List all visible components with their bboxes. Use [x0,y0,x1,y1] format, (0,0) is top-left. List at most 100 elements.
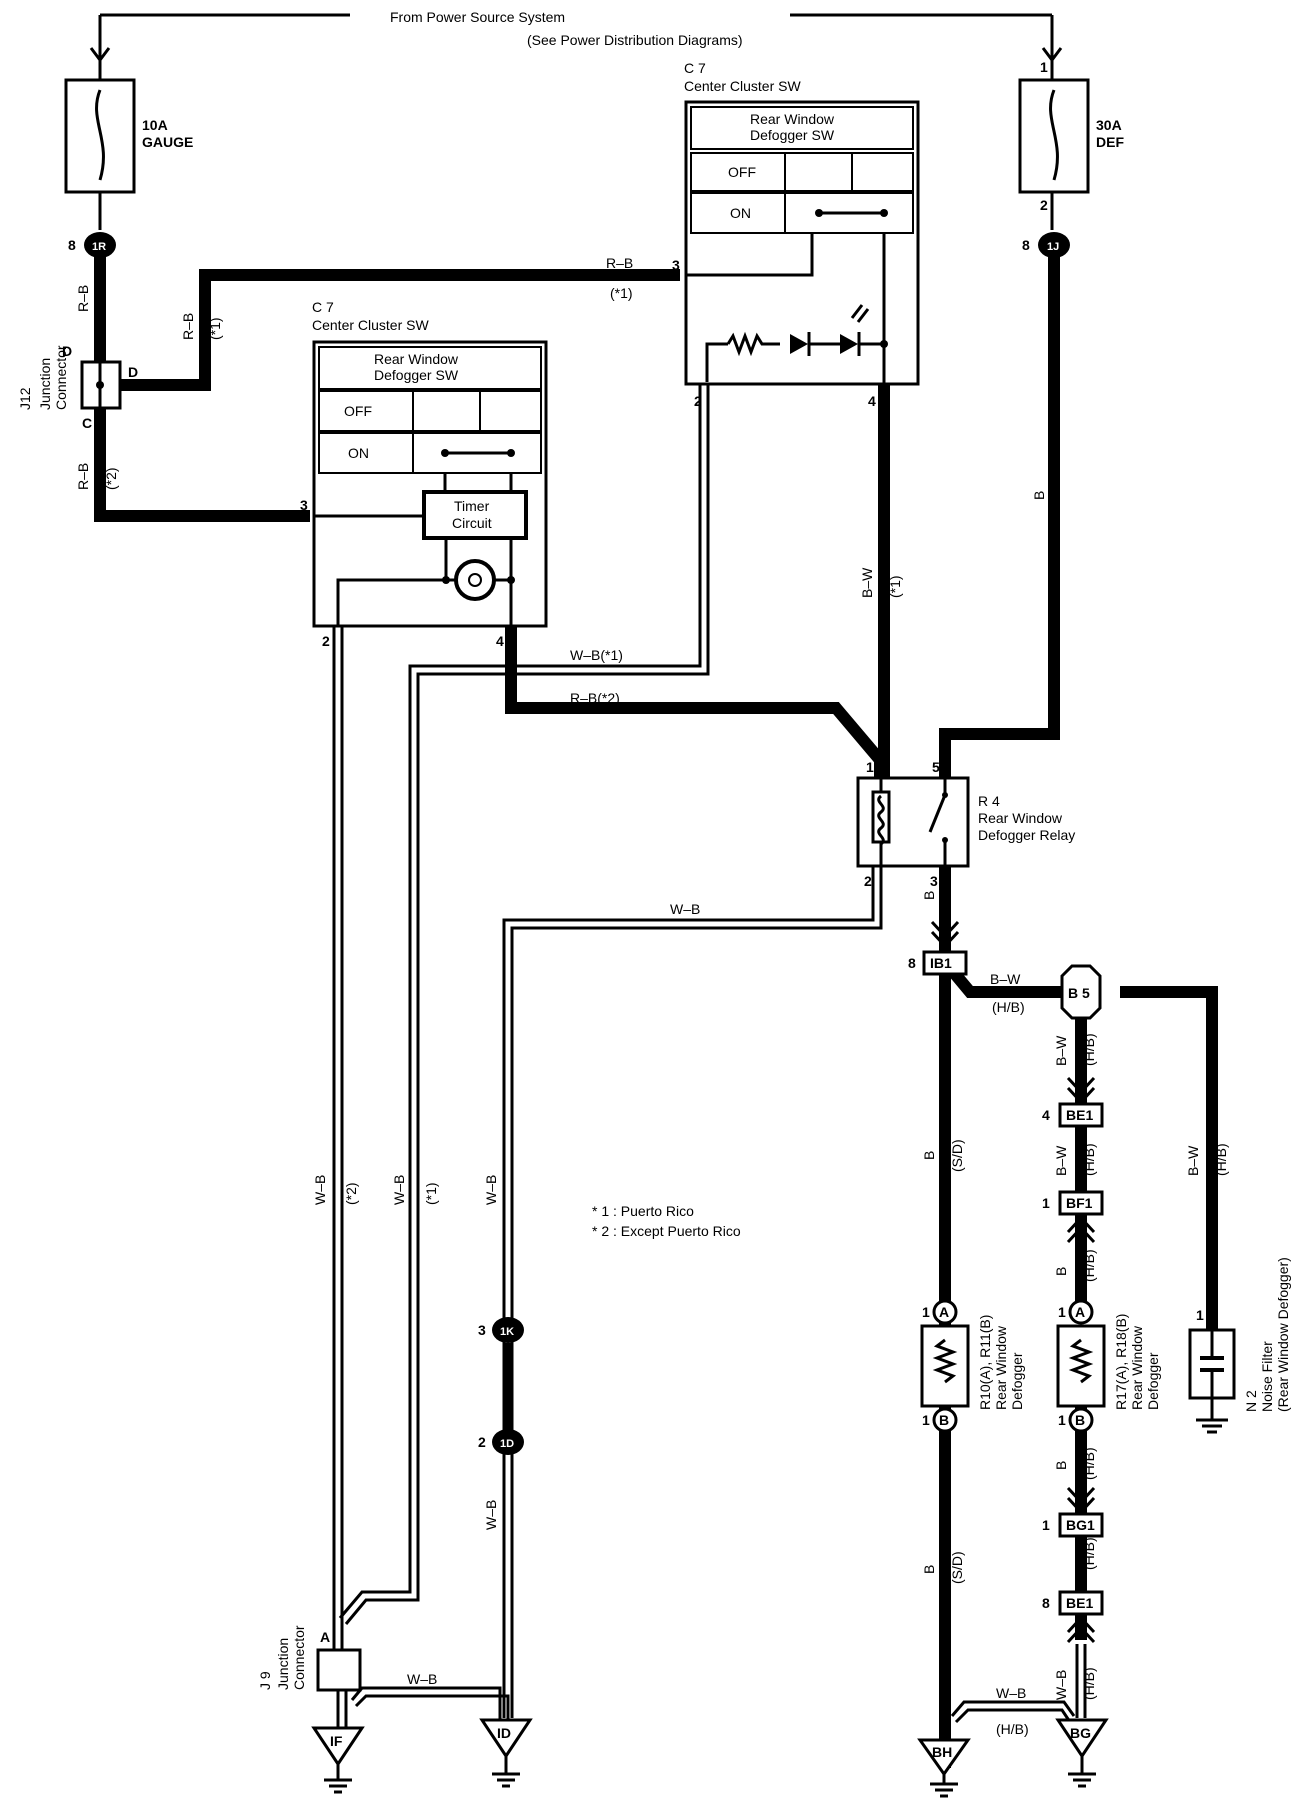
connector-bf1-label: BF1 [1066,1195,1093,1211]
relay-pin-1: 1 [866,759,874,775]
wire-label-rb-branch-note: (*1) [207,317,223,340]
connector-1j: 1J 8 [1022,232,1070,258]
defogger-b-terminal-b: B [1075,1412,1085,1428]
ground-id-label: ID [497,1725,511,1741]
connector-1j-label: 1J [1047,241,1059,253]
wire-label-wb-bg: W–B [1053,1670,1069,1700]
j12-name-line1: Junction [37,358,53,410]
wire-label-wb-left-note: (*2) [343,1182,359,1205]
j9-name-line2: Connector [291,1625,307,1690]
defogger-a-pin-b: 1 [922,1412,930,1428]
switch-upper-title-line1: Rear Window [750,111,835,127]
timer-circuit-line1: Timer [454,498,490,514]
switch-upper-pin-4: 4 [868,393,876,409]
wire-rb-1 [120,269,680,391]
connector-be1-top: BE1 4 [1042,1076,1104,1128]
power-source-title: From Power Source System [390,9,565,25]
connector-bf1-pin: 1 [1042,1195,1050,1211]
connector-1r-label: 1R [92,241,106,253]
connector-be1-bottom-label: BE1 [1066,1595,1093,1611]
relay-name-line1: Rear Window [978,810,1063,826]
fuse-def-name: DEF [1096,134,1124,150]
connector-1k-pin: 3 [478,1322,486,1338]
rear-window-defogger-b: A 1 B 1 R17(A), R18(B) Rear Window Defog… [1056,1299,1161,1433]
defogger-b-line2: Rear Window [1129,1325,1145,1410]
connector-bf1: BF1 1 [1042,1190,1104,1244]
wire-label-sd: (S/D) [949,1139,965,1172]
ground-if-label: IF [330,1733,343,1749]
wire-label-hb-be1: (H/B) [1081,1143,1097,1176]
switch-lower-pin-3: 3 [300,497,308,513]
footnote-2: * 2 : Except Puerto Rico [592,1223,741,1239]
wire-label-hb-bf1: (H/B) [1081,1249,1097,1282]
center-cluster-switch-lower: C 7 Center Cluster SW Rear Window Defogg… [300,299,548,649]
switch-upper-pin-2: 2 [694,393,702,409]
timer-circuit-line2: Circuit [452,515,492,531]
connector-be1-bottom: BE1 8 [1042,1590,1104,1644]
relay-id: R 4 [978,793,1000,809]
defogger-a-line2: Rear Window [993,1325,1009,1410]
wire-label-bw-b5: B–W [1053,1035,1069,1066]
ground-id: ID [479,1718,533,1788]
defogger-a-terminal-b: B [939,1412,949,1428]
wire-label-bw: B–W [859,567,875,598]
defogger-a-line1: R10(A), R11(B) [977,1315,993,1410]
relay-pin-2: 2 [864,873,872,889]
wire-rb-2 [505,626,886,778]
ground-bg: BG [1055,1718,1109,1788]
defogger-b-pin-b: 1 [1058,1412,1066,1428]
noise-filter-id: N 2 [1243,1390,1259,1412]
switch-lower-pin-2: 2 [322,633,330,649]
wire-label-hb-b5: (H/B) [1081,1033,1097,1066]
wire-label-wb-left: W–B [312,1175,328,1205]
j12-pin-d-right: D [128,364,138,380]
connector-ib1-label: IB1 [930,955,952,971]
defogger-a-line3: Defogger [1009,1352,1025,1410]
wire-label-b-bf1: B [1053,1267,1069,1276]
wire-label-b-relay: B [921,891,937,900]
fuse-gauge-rating: 10A [142,117,168,133]
switch-lower-name: Center Cluster SW [312,317,429,333]
connector-bg1-label: BG1 [1066,1517,1095,1533]
switch-lower-pin-4: 4 [496,633,504,649]
connector-be1-top-label: BE1 [1066,1107,1093,1123]
connector-bg1: BG1 1 [1042,1486,1104,1538]
switch-upper-on: ON [730,205,751,221]
defogger-b-line1: R17(A), R18(B) [1113,1314,1129,1410]
connector-1r: 1R 8 [68,232,116,258]
wire-label-bw-ib1: B–W [990,971,1021,987]
switch-lower-off: OFF [344,403,372,419]
switch-lower-id: C 7 [312,299,334,315]
connector-be1-top-pin: 4 [1042,1107,1050,1123]
wire-bw-noise [1120,986,1218,1330]
wire-label-hb-ib1: (H/B) [992,999,1025,1015]
wire-label-rb-lower: R–B [75,463,91,490]
junction-connector-j12: D D C J12 Junction Connector [17,343,138,431]
j12-name-line2: Connector [53,345,69,410]
wire-label-rb-lower-note: (*2) [103,467,119,490]
wire-rb-main [94,246,310,522]
defogger-b-terminal-a: A [1075,1304,1085,1320]
wire-wb-bh-bg [950,1700,1076,1717]
rear-window-defogger-a: A 1 B 1 R10(A), R11(B) Rear Window Defog… [920,1299,1025,1433]
j12-id: J12 [17,387,33,410]
wire-label-bw-noise: B–W [1185,1145,1201,1176]
power-source-header: From Power Source System (See Power Dist… [89,9,1063,75]
noise-filter-line2: (Rear Window Defogger) [1275,1257,1291,1412]
switch-upper-title-line2: Defogger SW [750,127,835,143]
center-cluster-switch-upper: C 7 Center Cluster SW Rear Window Defogg… [672,60,920,409]
fuse-gauge: 10A GAUGE [64,78,193,194]
wire-label-b-sd: B [921,1151,937,1160]
wire-label-hb-def-b: (H/B) [1081,1447,1097,1480]
connector-1k: 1K 3 [478,1317,524,1343]
relay-pin-5: 5 [932,759,940,775]
connector-1k-label: 1K [500,1326,514,1338]
noise-filter-line1: Noise Filter [1259,1341,1275,1412]
fuse-def: 30A DEF 1 2 [1018,59,1124,213]
wire-label-wb-1: W–B(*1) [570,647,623,663]
wire-label-wb-mid: W–B [391,1175,407,1205]
wire-label-hb-bg1: (H/B) [1081,1537,1097,1570]
connector-1d-label: 1D [500,1438,514,1450]
connector-be1-bottom-pin: 8 [1042,1595,1050,1611]
